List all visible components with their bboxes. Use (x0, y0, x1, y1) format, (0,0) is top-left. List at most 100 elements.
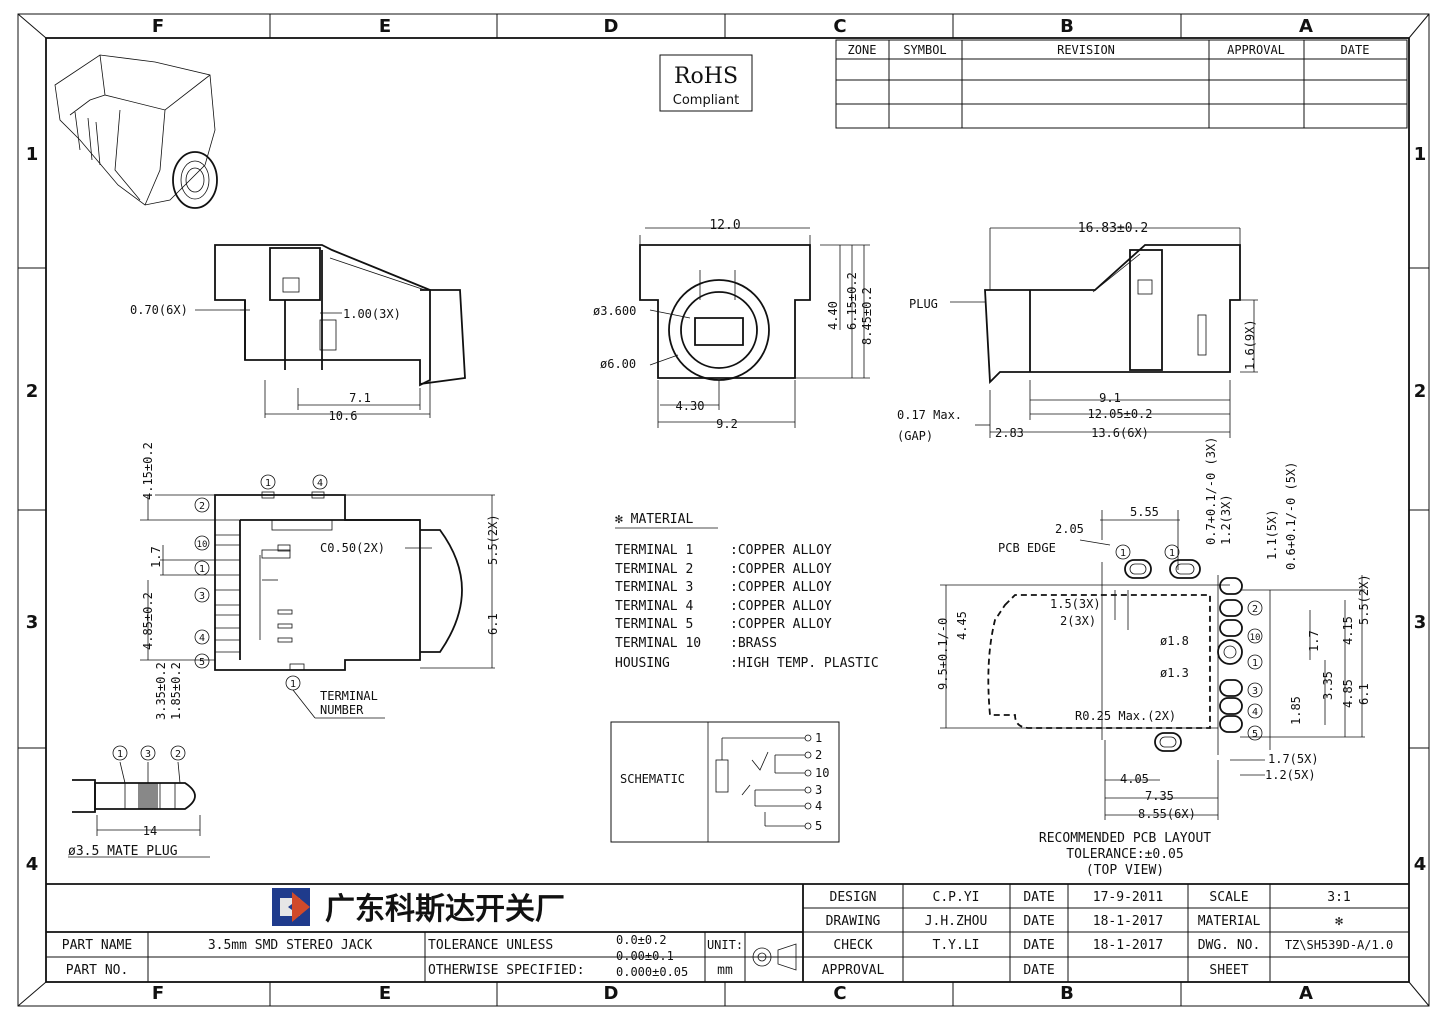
dim-185: 1.85±0.2 (169, 662, 183, 720)
material-value: :COPPER ALLOY (730, 617, 832, 632)
pcb-dim: 2.05 (1055, 522, 1084, 536)
terminal-label: NUMBER (320, 703, 364, 717)
zone-row-label: 2 (26, 381, 39, 402)
pcb-caption: RECOMMENDED PCB LAYOUT (1039, 831, 1211, 846)
schematic-pin: 10 (815, 766, 829, 780)
design-name: C.P.YI (933, 890, 980, 905)
svg-text:1: 1 (1252, 658, 1258, 669)
pcb-dim: 5.55 (1130, 505, 1159, 519)
tolerance-label: TOLERANCE UNLESS (428, 938, 553, 953)
schematic-pin: 4 (815, 799, 822, 813)
material-name: HOUSING (615, 656, 670, 671)
schematic-pin: 1 (815, 731, 822, 745)
title-block: 广东科斯达开关厂 DESIGN C.P.YI DATE 17-9-2011 SC… (46, 883, 1409, 982)
revision-header: ZONE (848, 43, 877, 57)
pcb-dim: 3.35 (1321, 671, 1335, 700)
svg-text:3: 3 (1252, 686, 1258, 697)
schematic-pin: 3 (815, 783, 822, 797)
design-date-label: DATE (1023, 890, 1054, 905)
dim-3600: ø3.600 (593, 304, 636, 318)
dim-615: 6.15±0.2 (845, 272, 859, 330)
material-name: TERMINAL 5 (615, 617, 693, 632)
material-value: :BRASS (730, 636, 777, 651)
dim-61: 6.1 (486, 613, 500, 635)
zone-col-label: A (1299, 16, 1313, 37)
mate-plug: 1 3 2 14 ø3.5 MATE PLUG (68, 745, 210, 859)
zone-row-label: 4 (26, 854, 39, 875)
svg-text:3: 3 (199, 591, 205, 602)
pcb-dim: 1.5(3X) (1050, 597, 1101, 611)
dim-120: 12.0 (709, 218, 740, 233)
pcb-caption: TOLERANCE:±0.05 (1066, 847, 1183, 862)
check-date-label: DATE (1023, 938, 1054, 953)
svg-text:4: 4 (1252, 707, 1258, 718)
approval-date-label: DATE (1023, 963, 1054, 978)
dim-485: 4.85±0.2 (141, 592, 155, 650)
zone-col-label: F (152, 983, 164, 1004)
svg-text:2: 2 (1252, 604, 1258, 615)
tol-1: 0.0±0.2 (616, 933, 667, 947)
projection-symbol-icon (748, 943, 800, 971)
dim-92: 9.2 (716, 417, 738, 431)
material-value: :HIGH TEMP. PLASTIC (730, 656, 879, 671)
rohs-logo: RoHS Compliant (659, 54, 753, 112)
pcb-dim: 1.2(3X) (1219, 494, 1233, 545)
scale-label: SCALE (1209, 890, 1248, 905)
part-name-value: 3.5mm SMD STEREO JACK (208, 938, 373, 953)
material-title: ✻ MATERIAL (615, 512, 693, 527)
pcb-dim: 1.85 (1289, 696, 1303, 725)
plug-label: PLUG (909, 297, 938, 311)
zone-labels: F E D C B A F E D C B A 1 2 3 4 1 2 3 4 (26, 16, 1427, 1004)
svg-text:10: 10 (197, 540, 208, 550)
isometric-jack-icon (54, 54, 218, 209)
dwg-label: DWG. NO. (1198, 938, 1261, 953)
svg-text:1: 1 (199, 564, 205, 575)
pcb-dim: 9.5+0.1/-0 (936, 618, 950, 690)
dim-91: 9.1 (1099, 391, 1121, 405)
pcb-dim: 4.85 (1341, 679, 1355, 708)
unit-label: UNIT: (707, 938, 743, 952)
zone-row-label: 4 (1414, 854, 1427, 875)
pcb-hole: ø1.8 (1160, 634, 1189, 648)
drawing-label: DRAWING (826, 914, 881, 929)
tol-2: 0.00±0.1 (616, 949, 674, 963)
material-value: :COPPER ALLOY (730, 580, 832, 595)
dim-017: 0.17 Max. (897, 408, 962, 422)
material-label: MATERIAL (1198, 914, 1261, 929)
svg-text:1: 1 (290, 679, 296, 690)
company-logo-icon (272, 888, 310, 926)
dim-430: 4.30 (676, 399, 705, 413)
material-name: TERMINAL 3 (615, 580, 693, 595)
pcb-dim: 1.2(5X) (1265, 768, 1316, 782)
terminal-number-circles: 1 4 2 10 1 3 4 5 1 (194, 474, 385, 719)
drawing-name: J.H.ZHOU (925, 914, 988, 929)
dim-845: 8.45±0.2 (860, 287, 874, 345)
schematic-pin: 5 (815, 819, 822, 833)
plug-num: 2 (175, 749, 181, 760)
zone-col-label: A (1299, 983, 1313, 1004)
material-name: TERMINAL 2 (615, 562, 693, 577)
dim-71: 7.1 (349, 391, 371, 405)
drawing-date-label: DATE (1023, 914, 1054, 929)
pcb-dim: 0.7+0.1/-0 (3X) (1204, 437, 1218, 545)
pcb-dim: 4.15 (1341, 616, 1355, 645)
zone-col-label: B (1060, 983, 1074, 1004)
zone-col-label: E (379, 983, 391, 1004)
svg-text:5: 5 (1252, 729, 1258, 740)
revision-header: APPROVAL (1227, 43, 1285, 57)
svg-text:1: 1 (265, 478, 271, 489)
plug-num: 1 (117, 749, 123, 760)
pcb-dim: 4.45 (955, 611, 969, 640)
pcb-caption: (TOP VIEW) (1086, 863, 1164, 878)
zone-col-label: D (604, 983, 619, 1004)
dim-gap: (GAP) (897, 429, 933, 443)
sheet-label: SHEET (1209, 963, 1248, 978)
dim-136: 13.6(6X) (1091, 426, 1149, 440)
top-view: 4.15±0.2 1.7 4.85±0.2 3.35±0.2 1.85±0.2 … (140, 442, 500, 720)
rohs-compliant: Compliant (673, 93, 739, 108)
dim-106: 10.6 (329, 409, 358, 423)
zone-row-label: 1 (1414, 144, 1427, 165)
dwg-value: TZ\SH539D-A/1.0 (1285, 938, 1393, 952)
zone-row-label: 1 (26, 144, 39, 165)
